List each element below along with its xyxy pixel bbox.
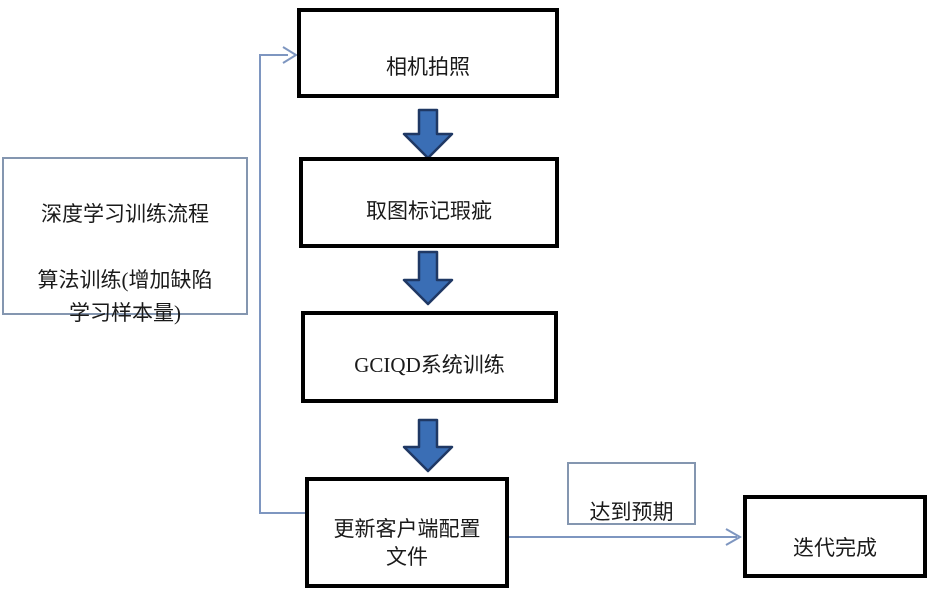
node-mark-defects: 取图标记瑕疵: [299, 157, 559, 248]
edge-label-condition: 达到预期: [567, 462, 696, 525]
block-arrow-down-2-icon: [402, 250, 454, 306]
node-update-config-label: 更新客户端配置 文件: [333, 517, 481, 569]
feedback-loop-line: [259, 54, 305, 514]
node-iteration-done-label: 迭代完成: [793, 536, 877, 560]
node-camera: 相机拍照: [297, 8, 559, 98]
node-update-config: 更新客户端配置 文件: [305, 477, 509, 588]
node-camera-label: 相机拍照: [386, 55, 470, 79]
side-note-text: 深度学习训练流程 算法训练(增加缺陷 学习样本量): [37, 202, 213, 325]
edge-label-condition-text: 达到预期: [589, 500, 674, 524]
side-note-box: 深度学习训练流程 算法训练(增加缺陷 学习样本量): [2, 157, 248, 325]
block-arrow-down-1-icon: [402, 108, 454, 160]
node-system-training: GCIQD系统训练: [301, 311, 558, 403]
node-system-training-label: GCIQD系统训练: [354, 353, 505, 377]
done-arrowhead-icon: [725, 528, 743, 546]
node-mark-defects-label: 取图标记瑕疵: [366, 199, 492, 223]
node-iteration-done: 迭代完成: [743, 495, 927, 578]
feedback-arrowhead-icon: [282, 46, 298, 64]
block-arrow-down-3-icon: [402, 418, 454, 473]
